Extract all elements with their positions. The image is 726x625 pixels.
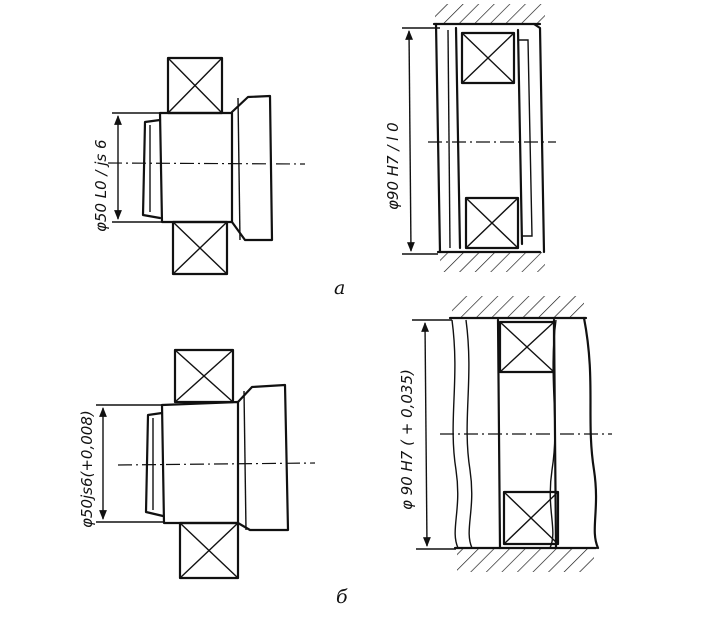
panel-a-housing-view: φ90 H7 / l 0 bbox=[384, 4, 556, 272]
outer-ring-a bbox=[454, 26, 533, 250]
axis-line-a-shaft bbox=[107, 162, 306, 165]
housing-hatch-bottom-a bbox=[436, 250, 545, 272]
panel-b-shaft-view: φ50js6(+0,008) bbox=[78, 348, 316, 580]
bearing-bottom-housing-a bbox=[464, 196, 520, 250]
bearing-top-a bbox=[166, 56, 224, 115]
housing-dimension-b: φ 90 H7 ( + 0,035) bbox=[398, 319, 456, 550]
bearing-bottom-housing-b bbox=[502, 490, 560, 546]
housing-break-lines-b bbox=[451, 316, 600, 550]
bearing-bottom-a bbox=[171, 220, 229, 276]
panel-b-label: б bbox=[336, 586, 348, 608]
bearing-bottom-b bbox=[178, 521, 240, 580]
shaft-dimension-b-label: φ50js6(+0,008) bbox=[78, 410, 96, 528]
shaft-dimension-a: φ50 L0 / js 6 bbox=[92, 112, 162, 232]
panel-a-label: a bbox=[334, 277, 345, 299]
shaft-dimension-a-label: φ50 L0 / js 6 bbox=[92, 139, 110, 232]
housing-bore-a bbox=[434, 22, 451, 254]
bearing-top-housing-a bbox=[460, 31, 516, 85]
axis-line-b-shaft bbox=[117, 462, 316, 466]
panel-a-shaft-view: φ50 L0 / js 6 bbox=[92, 56, 306, 276]
shaft-a bbox=[141, 94, 274, 242]
housing-dimension-a-label: φ90 H7 / l 0 bbox=[384, 122, 402, 210]
shaft-b bbox=[144, 383, 290, 532]
panel-b-housing-view: φ 90 H7 ( + 0,035) bbox=[398, 296, 612, 572]
housing-hatch-bottom-b bbox=[453, 546, 598, 572]
shaft-dimension-b: φ50js6(+0,008) bbox=[78, 404, 164, 528]
bearing-top-housing-b bbox=[498, 320, 556, 374]
housing-hatch-top-b bbox=[448, 296, 588, 320]
housing-dimension-b-label: φ 90 H7 ( + 0,035) bbox=[398, 369, 416, 510]
housing-hatch-top-a bbox=[432, 4, 545, 26]
housing-dimension-a: φ90 H7 / l 0 bbox=[384, 27, 440, 255]
bearing-top-b bbox=[173, 348, 235, 404]
housing-right-edge-a bbox=[532, 22, 546, 254]
